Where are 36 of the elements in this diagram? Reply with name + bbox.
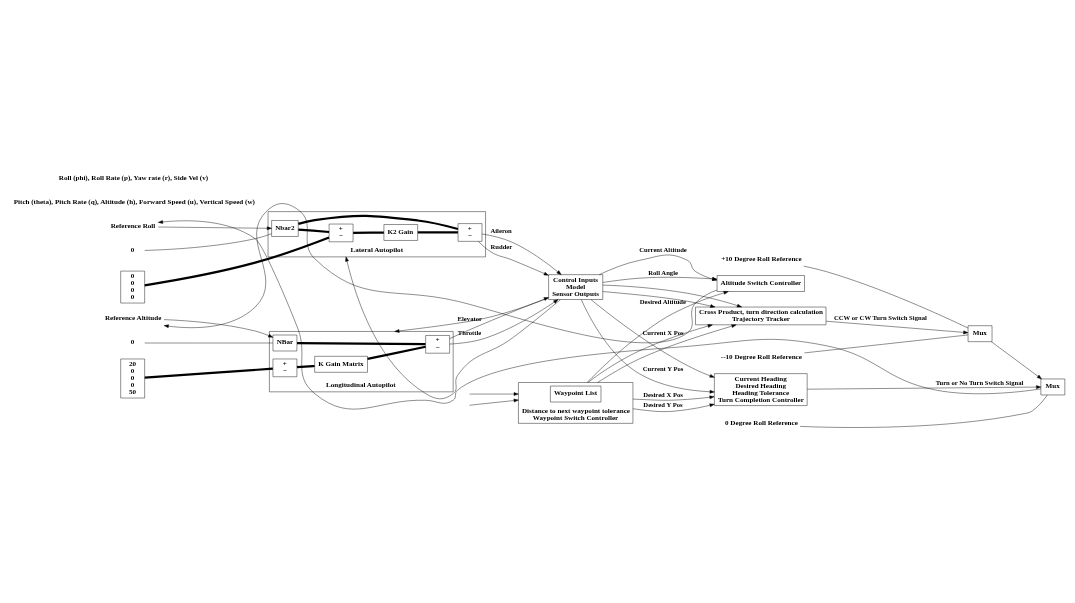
arrow <box>807 385 1042 390</box>
arrow <box>163 319 274 338</box>
arrow <box>632 403 715 412</box>
arrow <box>602 291 716 308</box>
arrow <box>581 299 715 394</box>
connector <box>417 231 458 234</box>
arrow <box>478 241 549 276</box>
arrow <box>470 392 519 396</box>
arrow <box>599 254 718 281</box>
connector <box>367 345 426 360</box>
connector <box>298 214 459 231</box>
arrow <box>825 320 969 335</box>
arrow <box>345 256 561 400</box>
arrow <box>991 341 1042 380</box>
arrow <box>597 324 737 383</box>
connector <box>296 364 315 369</box>
arrow <box>163 203 718 343</box>
connector <box>144 236 330 287</box>
connector <box>298 228 330 234</box>
arrow <box>394 297 549 333</box>
arrow <box>449 299 559 345</box>
arrow <box>590 299 715 378</box>
arrow <box>602 277 718 283</box>
arrow <box>470 398 519 406</box>
arrow <box>158 220 1042 410</box>
arrow <box>602 284 742 308</box>
arrow <box>449 297 549 339</box>
arrow <box>587 324 713 383</box>
connector <box>804 334 969 354</box>
connector <box>144 367 273 379</box>
connector <box>353 231 384 234</box>
connector <box>297 342 426 346</box>
arrow <box>586 291 729 383</box>
arrow <box>158 226 272 231</box>
arrow <box>481 233 562 275</box>
arrow <box>632 395 715 401</box>
